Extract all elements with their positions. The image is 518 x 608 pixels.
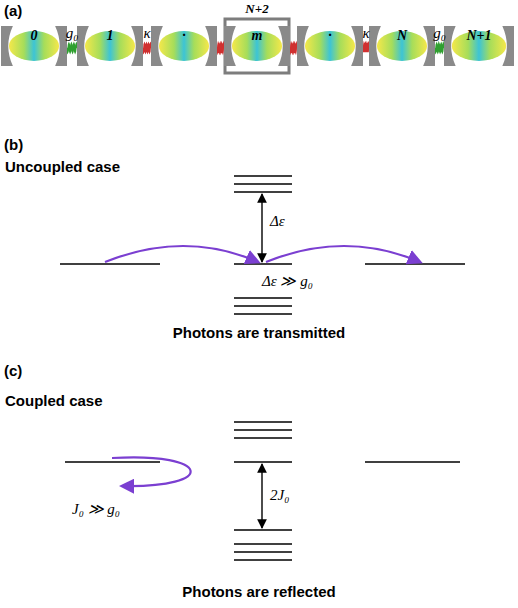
cavity: N bbox=[369, 26, 435, 66]
cavity: · bbox=[297, 26, 363, 66]
cavity-index: · bbox=[297, 26, 363, 44]
coupling-spring bbox=[290, 44, 297, 52]
cavity-index: N+1 bbox=[444, 26, 514, 44]
gap-arrow bbox=[261, 194, 262, 262]
photon-arrow bbox=[105, 246, 258, 262]
photon-arrow bbox=[266, 246, 420, 262]
cavity: N+1 bbox=[444, 26, 514, 66]
cavity: 0 bbox=[1, 26, 67, 66]
cavity-index: N bbox=[369, 26, 435, 44]
cavity: · bbox=[151, 26, 217, 66]
cavity: m bbox=[224, 26, 290, 66]
cavity-index: 0 bbox=[1, 26, 67, 44]
panel-label: (b) bbox=[4, 136, 23, 154]
coupling-spring bbox=[143, 44, 151, 52]
cavity-index: · bbox=[151, 26, 217, 44]
cavity: 1 bbox=[77, 26, 143, 66]
panel-label: (a) bbox=[4, 2, 22, 20]
result-label: Photons are reflected bbox=[182, 583, 335, 601]
gap-label: 2J₀ bbox=[270, 486, 289, 504]
cavity-index: 1 bbox=[77, 26, 143, 44]
coupling-label: g₀ bbox=[433, 25, 446, 41]
gap-label: Δε bbox=[270, 212, 285, 230]
cavity-index: N+2 bbox=[245, 0, 268, 18]
panel-label: (c) bbox=[4, 362, 22, 380]
coupling-spring bbox=[435, 44, 444, 52]
energy-levels bbox=[65, 422, 460, 560]
condition-label: J₀ ≫ g₀ bbox=[72, 500, 120, 518]
photon-arrow bbox=[112, 457, 191, 486]
condition-label: Δε ≫ g₀ bbox=[262, 272, 313, 290]
outer-cavity bbox=[225, 19, 289, 73]
cavity-index: m bbox=[224, 26, 290, 44]
coupling-spring bbox=[67, 44, 77, 52]
coupling-label: κ bbox=[362, 25, 369, 41]
coupling-label: κ bbox=[143, 25, 150, 41]
energy-levels bbox=[60, 176, 465, 314]
case-title: Uncoupled case bbox=[5, 158, 120, 176]
case-title: Coupled case bbox=[5, 392, 103, 410]
gap-arrow bbox=[261, 464, 262, 528]
coupling-spring bbox=[363, 44, 369, 52]
coupling-label: g₀ bbox=[66, 25, 79, 41]
coupling-spring bbox=[217, 44, 224, 52]
result-label: Photons are transmitted bbox=[173, 324, 346, 342]
